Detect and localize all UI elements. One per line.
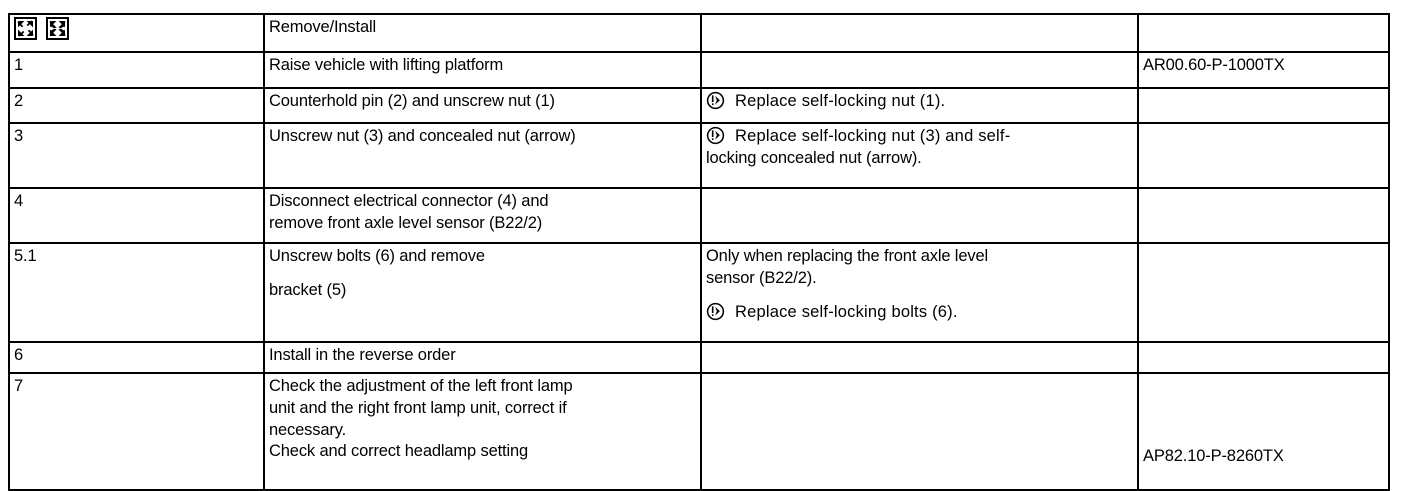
table-row: 5.1 Unscrew bolts (6) and remove bracket… — [8, 242, 1390, 343]
note-cell: Replace self-locking nut (1). — [700, 87, 1139, 124]
note-text: Replace self-locking bolts (6). — [735, 302, 958, 321]
reference-cell — [1137, 122, 1390, 189]
replace-part-warning-icon — [706, 302, 725, 321]
operation-cell: Raise vehicle with lifting platform — [263, 51, 702, 89]
operation-line: Check and correct headlamp setting — [269, 442, 529, 461]
step-number-cell: 5.1 — [8, 242, 265, 343]
operation-line: Check the adjustment of the left front l… — [269, 377, 573, 395]
operation-line: Disconnect electrical connector (4) and — [269, 192, 549, 210]
note-cell — [700, 187, 1139, 244]
reference-code: AP82.10-P-8260TX — [1143, 447, 1284, 465]
operation-line: remove front axle level sensor (B22/2) — [269, 213, 543, 232]
step-number-cell: 6 — [8, 341, 265, 374]
step-number-cell: 4 — [8, 187, 265, 244]
reference-cell — [1137, 87, 1390, 124]
replace-part-warning-icon — [706, 91, 725, 110]
table-row: 1 Raise vehicle with lifting platform AR… — [8, 51, 1390, 89]
note-text: Replace self-locking nut (1). — [735, 92, 946, 110]
table-row: 3 Unscrew nut (3) and concealed nut (arr… — [8, 122, 1390, 189]
table-row: 2 Counterhold pin (2) and unscrew nut (1… — [8, 87, 1390, 124]
note-cell — [700, 51, 1139, 89]
reference-cell — [1137, 242, 1390, 343]
replace-part-warning-icon — [706, 126, 725, 145]
step-number: 2 — [14, 92, 24, 110]
step-number-cell: 2 — [8, 87, 265, 124]
step-number-cell: 7 — [8, 372, 265, 491]
operation-cell: Unscrew bolts (6) and remove bracket (5) — [263, 242, 702, 343]
table-row: 6 Install in the reverse order — [8, 341, 1390, 374]
operation-cell: Counterhold pin (2) and unscrew nut (1) — [263, 87, 702, 124]
step-number: 3 — [14, 127, 24, 145]
reference-cell — [1137, 187, 1390, 244]
step-number: 6 — [14, 346, 24, 364]
step-number-cell: 3 — [8, 122, 265, 189]
table-row: 7 Check the adjustment of the left front… — [8, 372, 1390, 491]
step-number: 4 — [14, 192, 24, 210]
note-line: Replace self-locking nut (3) and self- — [706, 126, 1133, 148]
operation-line: unit and the right front lamp unit, corr… — [269, 398, 567, 417]
operation-cell: Unscrew nut (3) and concealed nut (arrow… — [263, 122, 702, 189]
operation-cell: Disconnect electrical connector (4) and … — [263, 187, 702, 244]
note-cell: Replace self-locking nut (3) and self- l… — [700, 122, 1139, 189]
step-number: 7 — [14, 377, 24, 395]
header-operation-cell: Remove/Install — [263, 13, 702, 53]
expand-arrows-icon[interactable] — [14, 17, 37, 40]
header-icon-cell — [8, 13, 265, 53]
note-line: sensor (B22/2). — [706, 268, 817, 287]
operation-line: Raise vehicle with lifting platform — [269, 56, 504, 74]
table-header-row: Remove/Install — [8, 13, 1390, 53]
header-reference-cell — [1137, 13, 1390, 53]
line-gap — [269, 268, 696, 280]
reference-cell: AR00.60-P-1000TX — [1137, 51, 1390, 89]
operation-line: Unscrew bolts (6) and remove — [269, 247, 485, 265]
note-cell: Only when replacing the front axle level… — [700, 242, 1139, 343]
procedure-table: Remove/Install 1 Raise vehicle with lift… — [8, 13, 1390, 491]
note-line: Replace self-locking nut (1). — [706, 91, 1133, 113]
note-cell — [700, 341, 1139, 374]
note-line: locking concealed nut (arrow). — [706, 148, 922, 167]
header-operation-text: Remove/Install — [269, 18, 377, 36]
header-note-cell — [700, 13, 1139, 53]
note-cell — [700, 372, 1139, 491]
operation-line: Install in the reverse order — [269, 346, 456, 364]
reference-cell: AP82.10-P-8260TX — [1137, 372, 1390, 491]
note-line: Only when replacing the front axle level — [706, 247, 988, 265]
operation-cell: Install in the reverse order — [263, 341, 702, 374]
operation-line: Unscrew nut (3) and concealed nut (arrow… — [269, 127, 576, 145]
operation-line: Counterhold pin (2) and unscrew nut (1) — [269, 92, 555, 110]
reference-code: AR00.60-P-1000TX — [1143, 56, 1285, 74]
table-row: 4 Disconnect electrical connector (4) an… — [8, 187, 1390, 244]
reference-cell — [1137, 341, 1390, 374]
collapse-arrows-icon[interactable] — [46, 17, 69, 40]
operation-cell: Check the adjustment of the left front l… — [263, 372, 702, 491]
step-number: 1 — [14, 56, 24, 74]
step-number-cell: 1 — [8, 51, 265, 89]
operation-line: bracket (5) — [269, 280, 347, 299]
line-gap — [706, 290, 1133, 302]
step-number: 5.1 — [14, 247, 37, 265]
note-line: Replace self-locking bolts (6). — [706, 302, 1133, 324]
note-text: Replace self-locking nut (3) and self- — [735, 127, 1011, 145]
operation-line: necessary. — [269, 420, 347, 439]
